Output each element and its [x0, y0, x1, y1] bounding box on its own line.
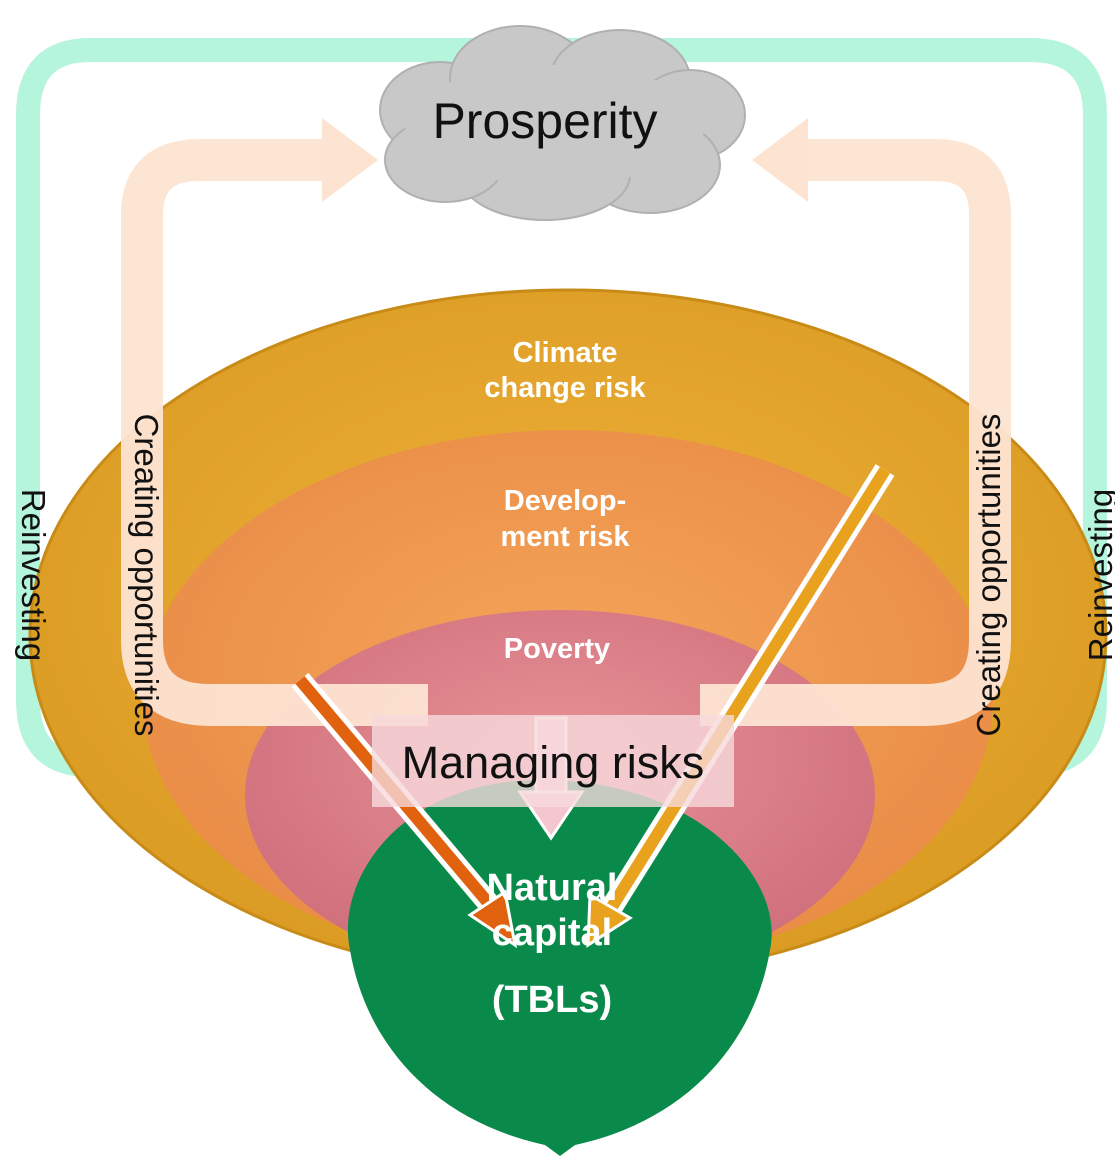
development-label-1: Develop-: [504, 485, 626, 517]
left-inner-label: Creating opportunities: [128, 414, 165, 737]
climate-label-1: Climate: [513, 337, 618, 369]
managing-risks-box: Managing risks: [372, 715, 734, 807]
core-label-2: capital: [492, 912, 612, 954]
opportunity-arrow-left: [121, 139, 428, 726]
opportunity-arrow-right: [700, 139, 1011, 726]
core-label-3: (TBLs): [492, 979, 612, 1021]
poverty-label: Poverty: [504, 633, 610, 665]
right-outer-label: Reinvesting: [1082, 489, 1115, 661]
natural-capital-core: [347, 780, 772, 1156]
prosperity-cloud: Prosperity: [379, 25, 746, 221]
risk-arrow-right: [586, 464, 895, 948]
climate-label-2: change risk: [484, 372, 646, 404]
development-label-2: ment risk: [501, 521, 631, 553]
right-inner-label: Creating opportunities: [970, 414, 1007, 737]
core-labels: Natural capital (TBLs): [487, 867, 618, 1021]
ring-labels: Climate change risk Develop- ment risk P…: [484, 337, 646, 665]
opportunity-arrowhead-right: [752, 118, 808, 202]
managing-risks-label: Managing risks: [402, 737, 705, 788]
prosperity-label: Prosperity: [432, 93, 657, 149]
opportunity-arrows: [121, 118, 1011, 726]
left-outer-label: Reinvesting: [15, 489, 52, 661]
core-label-1: Natural: [487, 867, 618, 909]
opportunity-arrowhead-left: [322, 118, 378, 202]
